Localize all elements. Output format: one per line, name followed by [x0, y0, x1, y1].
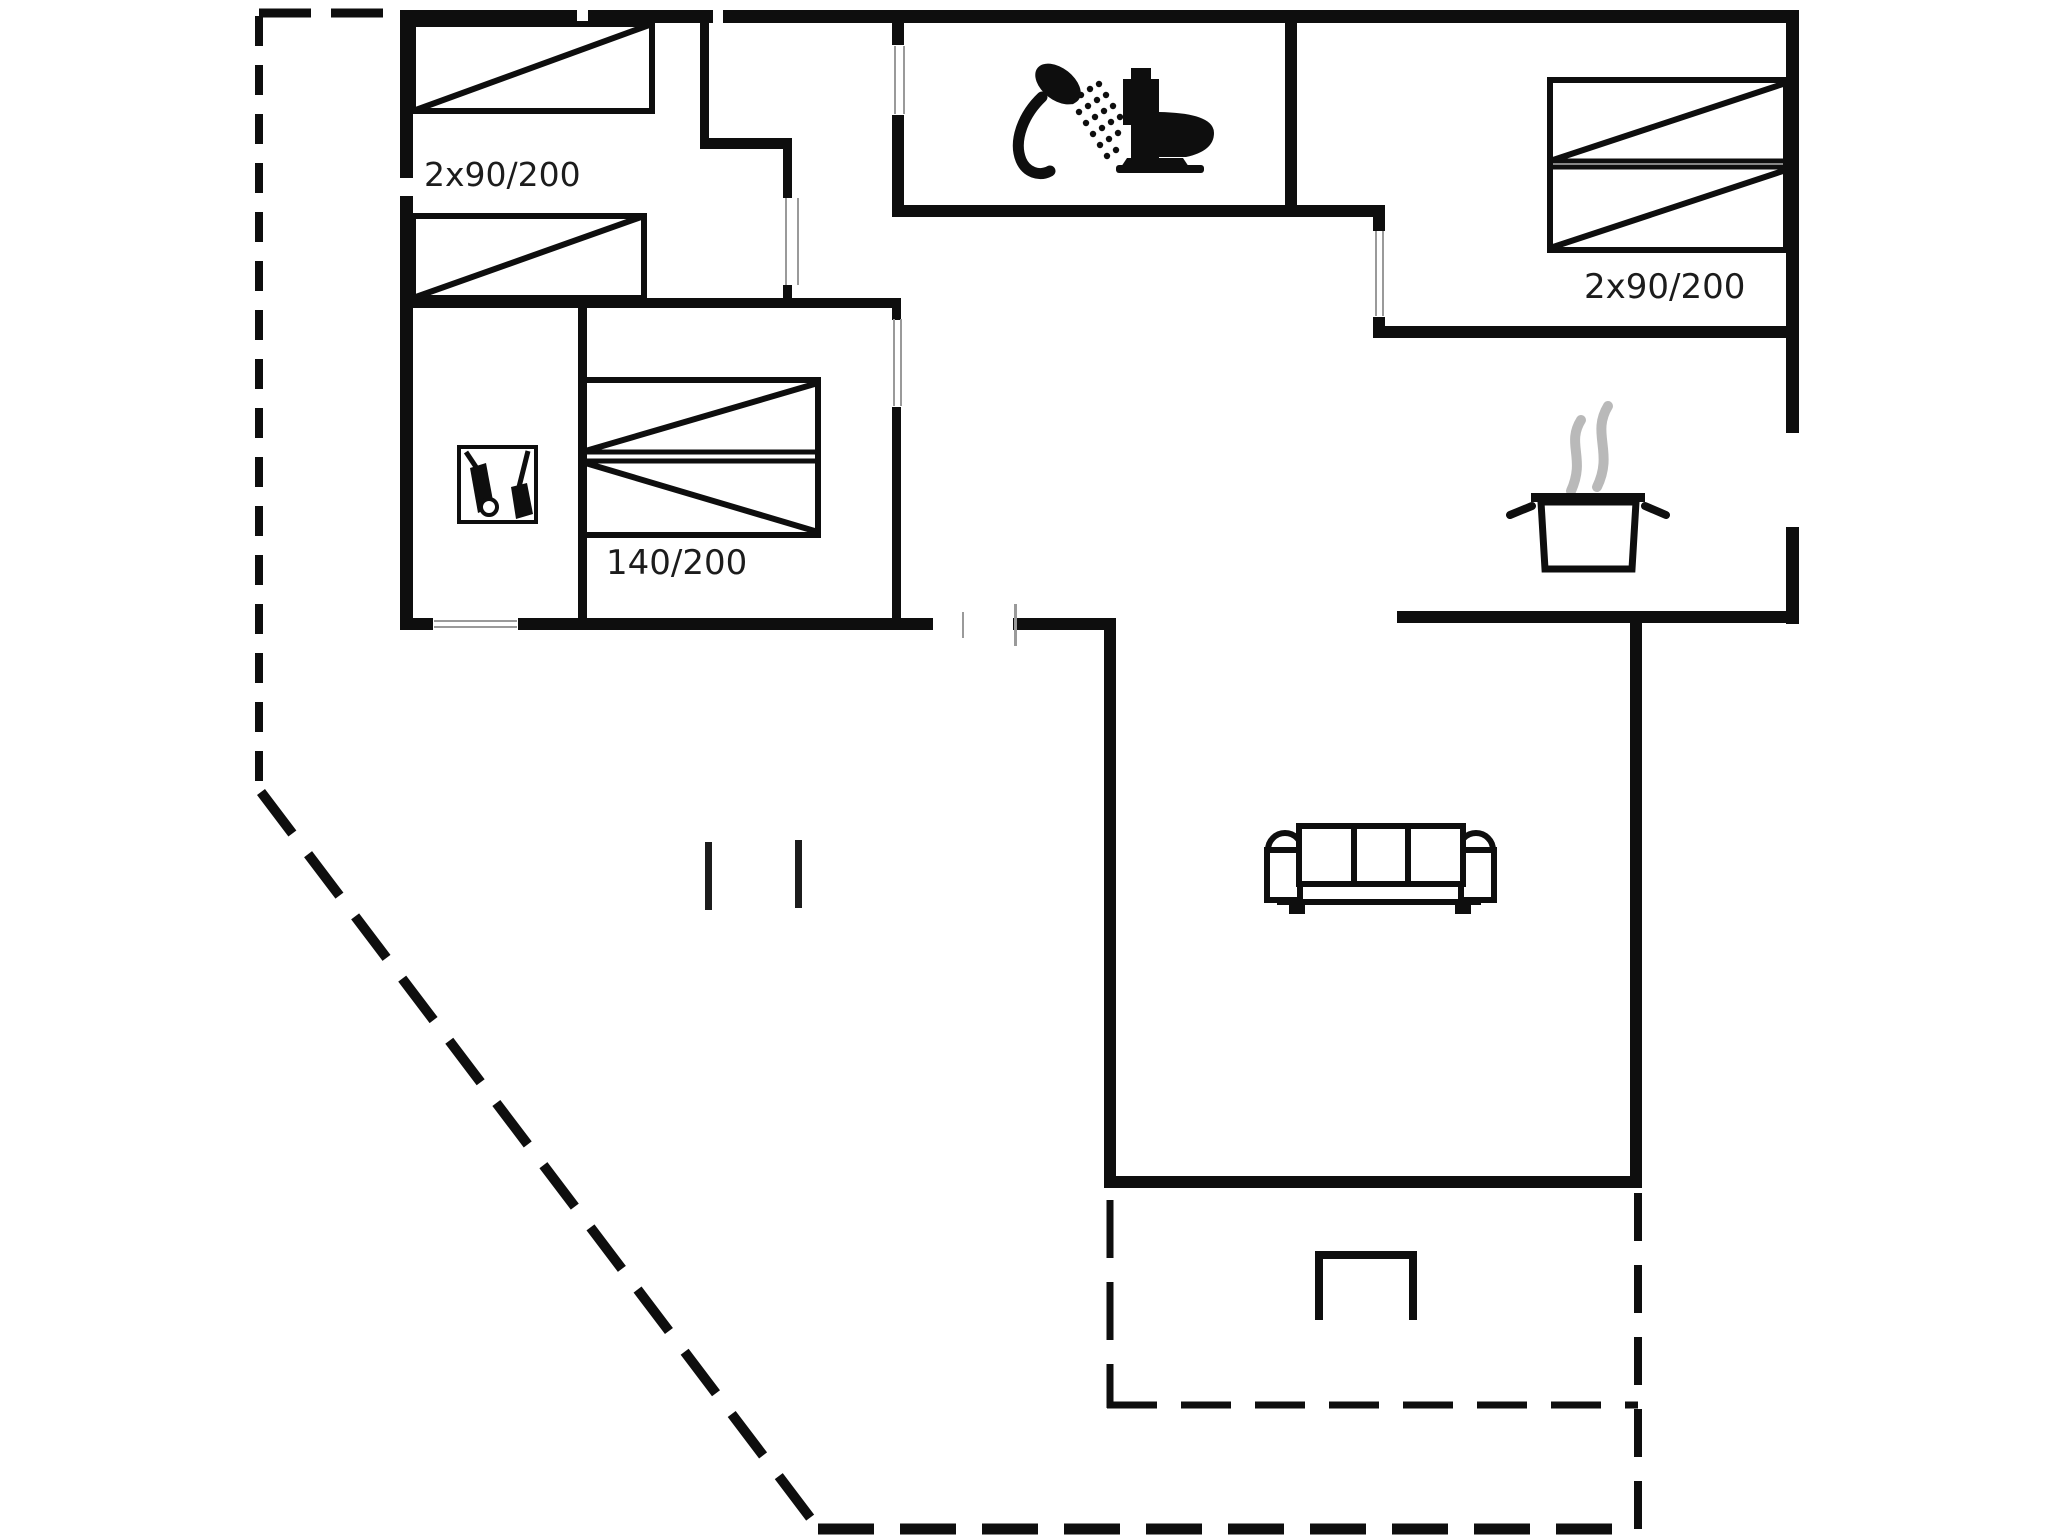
wall-bedroom1-east-lower-a: [783, 138, 792, 198]
shower-spray-dots: [1068, 80, 1124, 160]
door-bedroom1-jamb: [785, 198, 787, 285]
wall-hall-west-stub: [892, 298, 901, 320]
top-wall-seam-a: [577, 10, 588, 23]
cooking-pot-icon: [1506, 493, 1670, 573]
bed-size-label: 140/200: [606, 543, 747, 583]
wall-kitchen-bottom: [1397, 611, 1799, 623]
door-bedroom1-jamb: [797, 198, 799, 285]
wall-bedroom1-jog: [700, 138, 792, 149]
terrace-bench-icon: [1315, 1251, 1417, 1320]
wall-bath-west-a: [892, 23, 904, 45]
bed-size-label: 2x90/200: [1584, 267, 1745, 307]
walls: [400, 10, 1799, 1188]
sofa-icon: [1264, 823, 1497, 914]
terrace-outline-dashed: [1106, 1200, 1638, 1409]
wall-bottom-left: [518, 618, 933, 630]
steam-icon: [1566, 401, 1613, 496]
wall-living-left: [1104, 618, 1116, 1188]
wall-bedroom2-west-a: [1373, 213, 1385, 231]
utility-equipment-icon: [457, 445, 538, 524]
passage-living-jamb: [962, 612, 964, 638]
door-bedroom-left-jamb: [900, 319, 902, 406]
window-gaps: [400, 10, 723, 196]
wall-bottom-left-stub: [400, 618, 433, 630]
door-openings: [434, 46, 1384, 646]
bed-size-label: 2x90/200: [424, 155, 581, 194]
wall-hall-west: [892, 407, 901, 630]
wall-bath-east: [1285, 23, 1297, 205]
left-wall-window: [400, 178, 413, 196]
bed-icon-top-right: [1547, 77, 1789, 253]
bed-icon-left-140: [579, 377, 821, 538]
wall-living-corner: [1013, 618, 1116, 630]
door-utility-jamb: [434, 626, 517, 628]
door-bedroom2-jamb: [1375, 231, 1377, 316]
top-wall-seam-b: [713, 10, 723, 23]
wall-bath-west-b: [892, 115, 904, 210]
door-bedroom-left-jamb: [893, 319, 895, 406]
wall-top: [400, 10, 1799, 23]
door-opening-marks: [705, 840, 802, 910]
shower-icon: [1012, 63, 1124, 179]
wall-living-right: [1630, 611, 1642, 1188]
wall-bath-bottom: [892, 205, 1385, 217]
passage-living-jamb: [1014, 604, 1017, 646]
door-bath-jamb: [894, 46, 896, 114]
door-bath-jamb: [903, 46, 905, 114]
plot-boundary-dashed: [255, 8, 1642, 1535]
wall-living-bottom: [1104, 1176, 1642, 1188]
wall-left: [400, 10, 413, 630]
wall-bedroom2-bottom: [1373, 326, 1799, 338]
wall-bedroom1-east-upper: [700, 10, 709, 144]
door-bedroom2-jamb: [1382, 231, 1384, 316]
bed-icon-top-left: [410, 21, 655, 301]
door-utility-jamb: [434, 620, 517, 622]
wall-bedroom1-bottom: [400, 298, 898, 308]
wall-right-lower: [1786, 527, 1799, 624]
wall-bedroom1-east-lower-b: [783, 285, 792, 302]
toilet-icon: [1116, 68, 1214, 173]
labels: 2x90/200 140/200 2x90/200: [424, 155, 1745, 583]
